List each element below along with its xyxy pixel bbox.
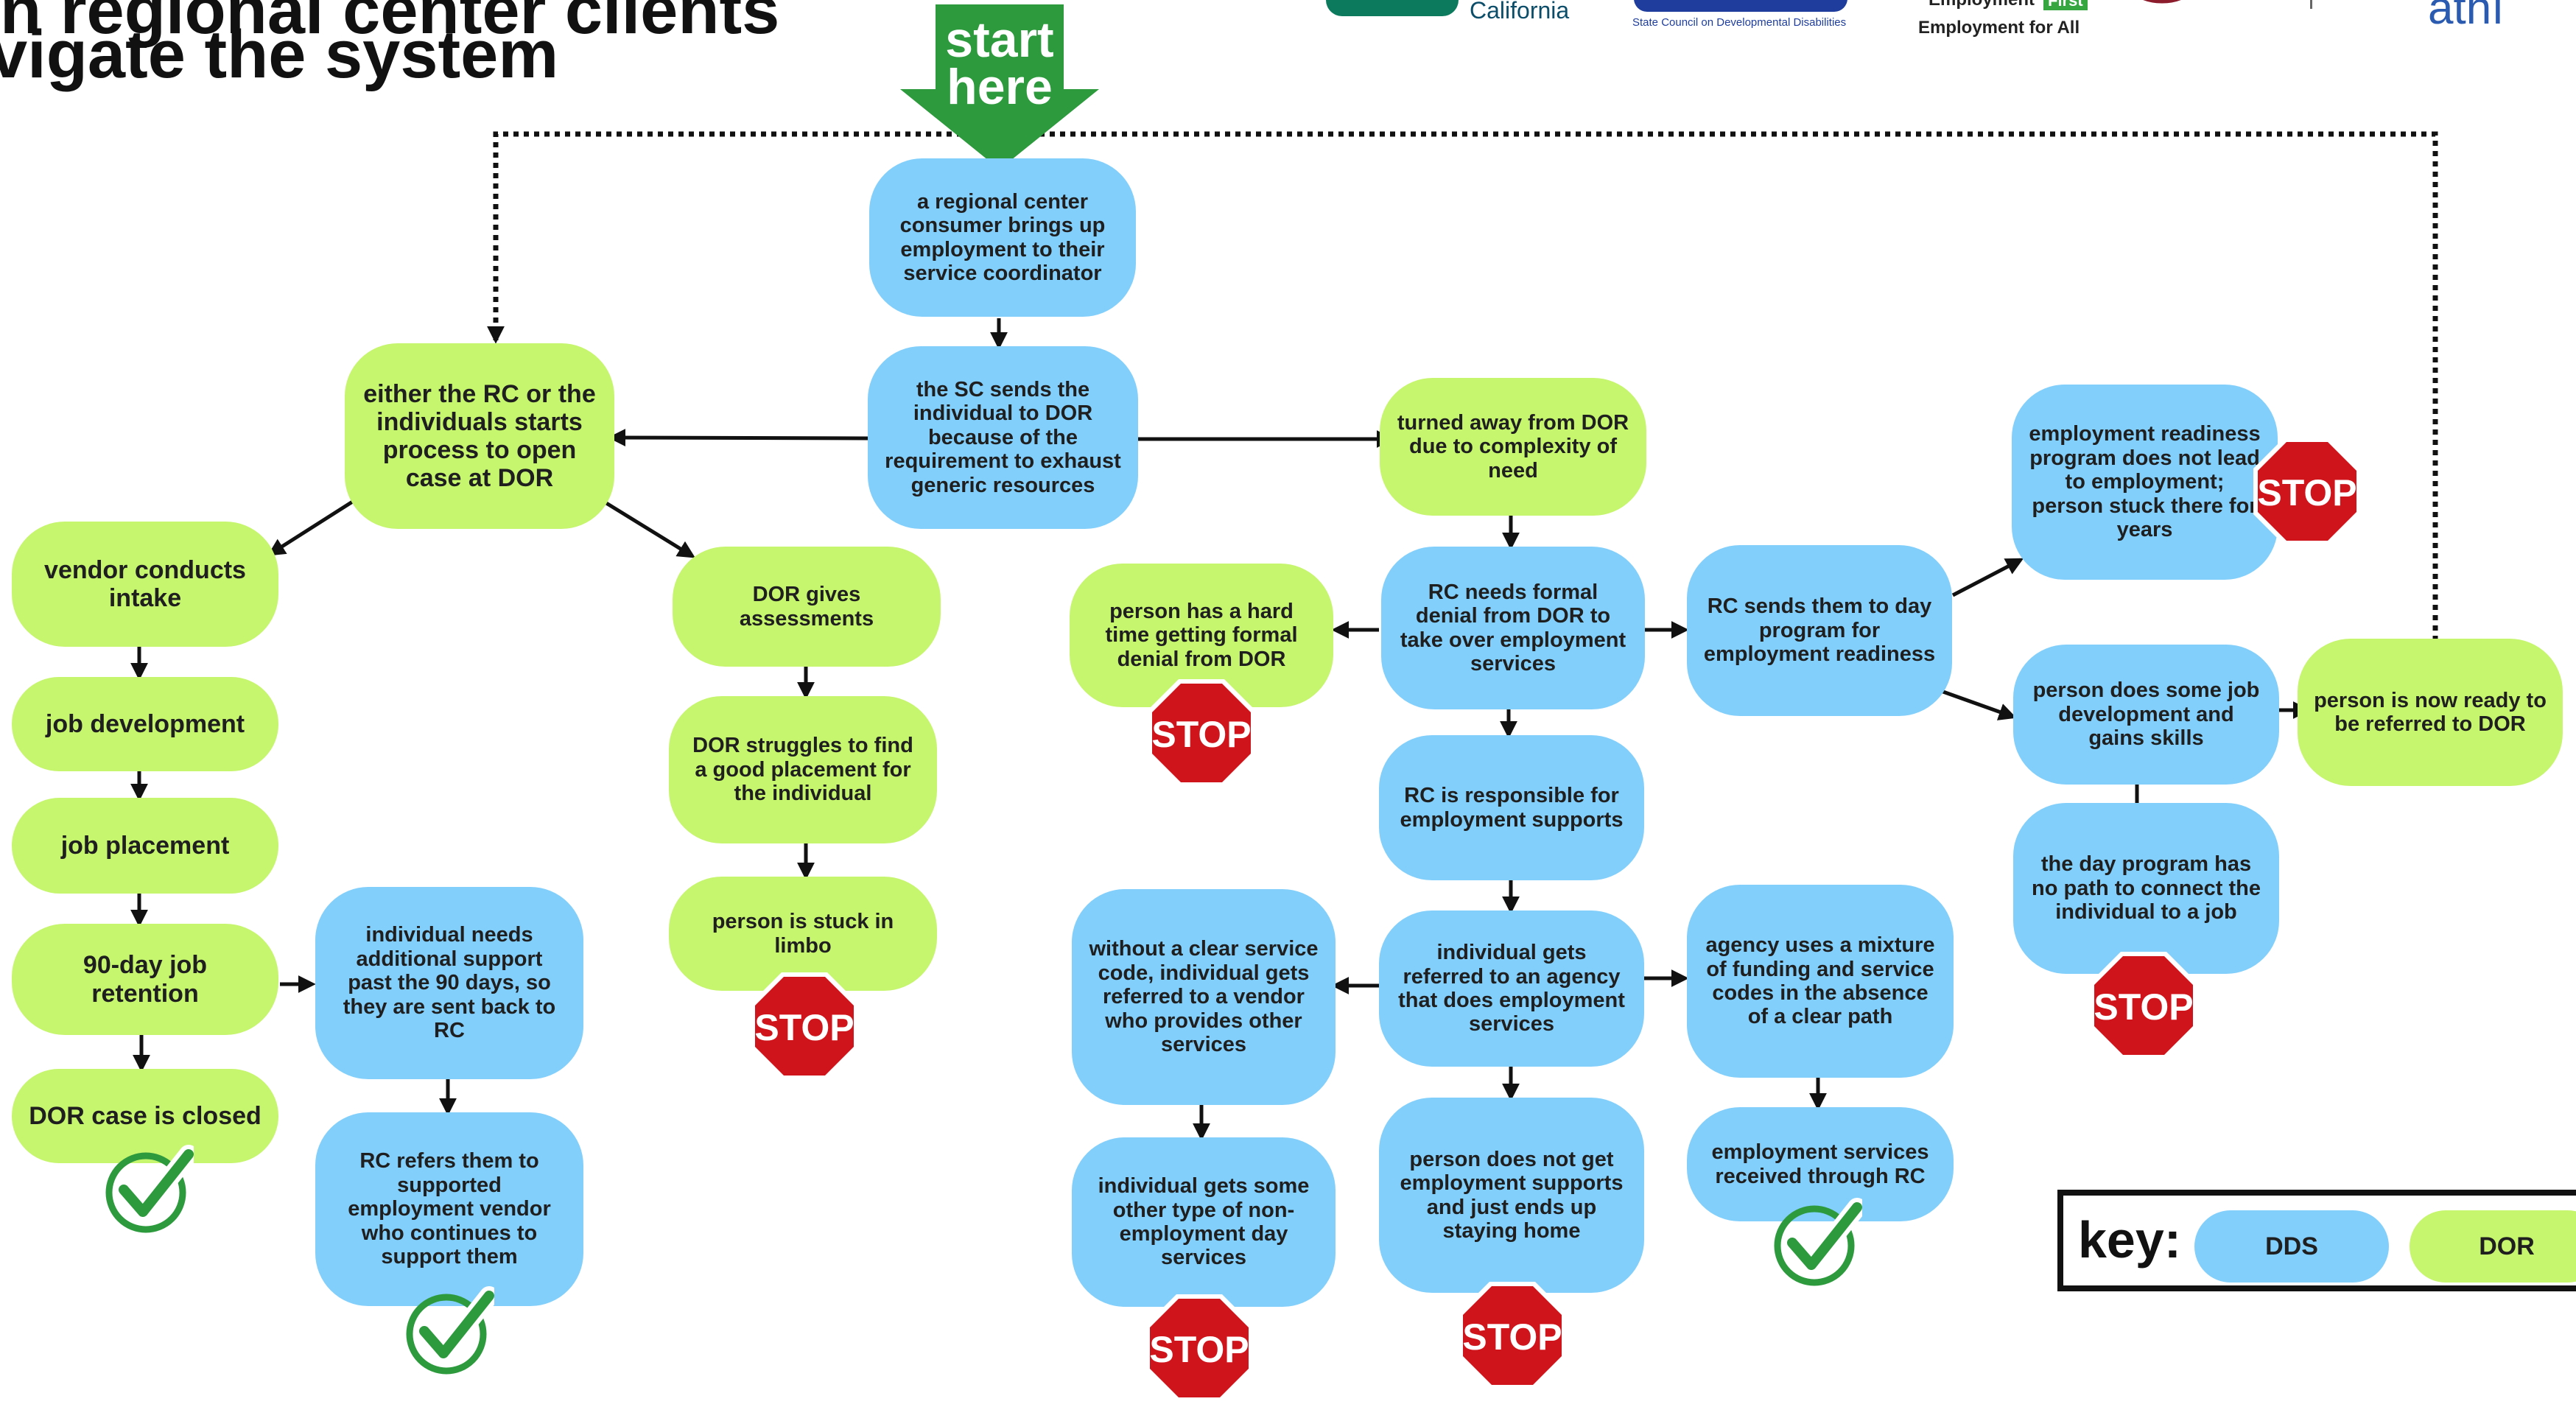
stop-sign-icon	[2094, 956, 2193, 1055]
legend-dds: DDS	[2194, 1210, 2389, 1283]
stop-sign-staying-home: STOP	[1457, 1280, 1568, 1394]
stop-text: STOP	[1151, 714, 1251, 755]
legend-key: key: DDS DOR	[2057, 1190, 2576, 1291]
node-job-development-gains-skills: person does some job development and gai…	[2013, 645, 2279, 785]
stop-sign-formal-denial: STOP	[1146, 678, 1257, 792]
logo-ef-text-1: Employment	[1929, 0, 2035, 10]
loop-back-connector	[487, 131, 2438, 641]
node-services-received-through-rc: employment services received through RC	[1687, 1107, 1954, 1221]
node-dor-case-closed: DOR case is closed	[12, 1069, 278, 1163]
logo-swirl-icon	[2143, 0, 2181, 4]
node-vendor-conducts-intake: vendor conducts intake	[12, 522, 278, 647]
success-check-supported-employment	[402, 1285, 499, 1381]
node-day-program-no-path: the day program has no path to connect t…	[2013, 803, 2279, 974]
node-turned-away-from-dor: turned away from DOR due to complexity o…	[1380, 378, 1646, 516]
stop-text: STOP	[1149, 1329, 1249, 1370]
node-ready-to-refer-to-dor: person is now ready to be referred to DO…	[2298, 639, 2563, 786]
start-label-1: start	[945, 12, 1054, 68]
title-line-1: n regional center clients	[0, 0, 780, 48]
stop-sign-icon	[1150, 1299, 1249, 1397]
arrow-n3-n11	[599, 497, 696, 558]
stop-text: STOP	[2094, 986, 2193, 1028]
node-rc-sends-to-day-program: RC sends them to day program for employm…	[1687, 545, 1952, 716]
node-ends-up-staying-home: person does not get employment supports …	[1379, 1098, 1644, 1293]
legend-dor: DOR	[2410, 1210, 2576, 1283]
node-rc-needs-formal-denial: RC needs formal denial from DOR to take …	[1381, 547, 1645, 709]
node-referred-to-employment-agency: individual gets referred to an agency th…	[1379, 910, 1644, 1067]
stop-sign-limbo: STOP	[749, 971, 860, 1085]
stop-text: STOP	[1462, 1316, 1562, 1358]
node-open-case-at-dor: either the RC or the individuals starts …	[345, 343, 614, 529]
node-no-clear-service-code: without a clear service code, individual…	[1072, 889, 1336, 1105]
arrow-n3-n4	[267, 495, 361, 556]
logo-ef-badge: First	[2043, 0, 2088, 10]
stop-text: STOP	[2257, 472, 2356, 513]
node-agency-mixes-funding: agency uses a mixture of funding and ser…	[1687, 885, 1954, 1078]
node-rc-refers-supported-employment: RC refers them to supported employment v…	[315, 1112, 583, 1306]
stop-sign-day-program: STOP	[2088, 950, 2199, 1064]
success-check-rc-services	[1770, 1197, 1867, 1293]
start-here-arrow: start here	[900, 4, 1099, 169]
node-readiness-program-stuck: employment readiness program does not le…	[2012, 385, 2278, 580]
node-rc-responsible-for-supports: RC is responsible for employment support…	[1379, 735, 1644, 880]
start-label-2: here	[947, 59, 1053, 115]
stop-sign-icon	[1463, 1286, 1562, 1385]
node-job-placement: job placement	[12, 798, 278, 894]
success-check-dor-closed	[102, 1144, 198, 1240]
arrow-n24-n25	[1951, 558, 2024, 597]
stop-sign-icon	[755, 977, 854, 1076]
title-line-2: vigate the system	[0, 17, 559, 92]
node-sc-sends-to-dor: the SC sends the individual to DOR becau…	[868, 346, 1138, 529]
node-rc-consumer-brings-up-employment: a regional center consumer brings up emp…	[869, 158, 1136, 317]
node-job-development: job development	[12, 677, 278, 771]
node-person-stuck-in-limbo: person is stuck in limbo	[669, 877, 937, 991]
node-dor-gives-assessments: DOR gives assessments	[673, 547, 941, 667]
stop-sign-icon	[2258, 442, 2356, 541]
logo-scdd	[1634, 0, 1847, 12]
logo-divider	[2310, 0, 2312, 9]
node-non-employment-day-services: individual gets some other type of non-e…	[1072, 1137, 1336, 1307]
logo-pathways-text: athı	[2428, 0, 2505, 34]
stop-sign-icon	[1152, 684, 1251, 782]
start-arrow-icon	[900, 4, 1099, 169]
stop-text: STOP	[754, 1007, 854, 1048]
legend-label: key:	[2078, 1211, 2182, 1269]
logo-scdd-text: State Council on Developmental Disabilit…	[1632, 16, 1847, 29]
logo-ca-text: California	[1470, 0, 1570, 24]
node-90-day-job-retention: 90-day job retention	[12, 924, 278, 1035]
stop-sign-readiness-program: STOP	[2252, 436, 2362, 550]
node-dor-struggles-placement: DOR struggles to find a good placement f…	[669, 696, 937, 843]
stop-sign-non-employment: STOP	[1144, 1293, 1254, 1407]
arrow-n24-n26	[1940, 689, 2017, 720]
logo-ca	[1326, 0, 1459, 16]
node-needs-support-past-90-days: individual needs additional support past…	[315, 887, 583, 1079]
logo-ef-text-2: Employment for All	[1918, 18, 2080, 38]
